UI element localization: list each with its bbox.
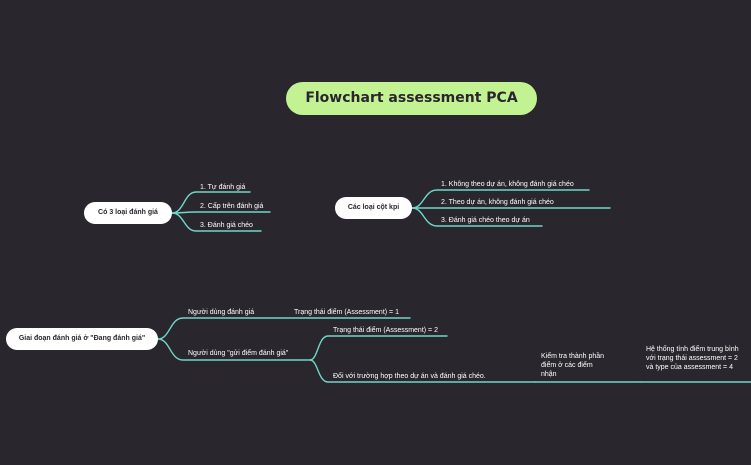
leaf-user-submit[interactable]: Người dùng "gửi điểm đánh giá" bbox=[188, 350, 289, 357]
leaf-assessment-1[interactable]: Trạng thái điểm (Assessment) = 1 bbox=[294, 309, 399, 316]
leaf-kpi-project[interactable]: 2. Theo dự án, không đánh giá chéo bbox=[441, 199, 554, 206]
node-review-types[interactable]: Có 3 loại đánh giá bbox=[84, 202, 172, 224]
leaf-cross-review[interactable]: 3. Đánh giá chéo bbox=[200, 222, 253, 229]
leaf-self-review[interactable]: 1. Tự đánh giá bbox=[200, 184, 246, 191]
leaf-user-review[interactable]: Người dùng đánh giá bbox=[188, 309, 255, 316]
connector-stage-submit bbox=[157, 338, 311, 361]
leaf-kpi-cross[interactable]: 3. Đánh giá chéo theo dự án bbox=[441, 217, 530, 224]
leaf-manager-review[interactable]: 2. Cấp trên đánh giá bbox=[200, 203, 264, 210]
connector-submit-status bbox=[309, 335, 448, 361]
connector-group bbox=[157, 189, 751, 383]
leaf-assessment-2[interactable]: Trạng thái điểm (Assessment) = 2 bbox=[333, 327, 438, 334]
connector-review-3 bbox=[171, 212, 262, 232]
connector-review-2 bbox=[171, 211, 271, 214]
connector-stage-review bbox=[157, 317, 411, 340]
leaf-check-components[interactable]: Kiểm tra thành phần điểm ở các điểm nhận bbox=[541, 353, 605, 378]
leaf-project-case[interactable]: Đối với trường hợp theo dự án và đánh gi… bbox=[333, 373, 486, 380]
leaf-system-average[interactable]: Hệ thống tính điểm trung bình với trạng … bbox=[646, 346, 739, 371]
connector-kpi-3 bbox=[411, 207, 543, 227]
leaf-kpi-no-project[interactable]: 1. Không theo dự án, không đánh giá chéo bbox=[441, 181, 574, 188]
node-kpi-types[interactable]: Các loại cột kpi bbox=[335, 197, 412, 219]
connector-review-1 bbox=[171, 191, 251, 214]
connector-submit-project bbox=[309, 359, 536, 383]
node-review-stage[interactable]: Giai đoạn đánh giá ở "Đang đánh giá" bbox=[6, 328, 158, 350]
root-node-title[interactable]: Flowchart assessment PCA bbox=[286, 82, 537, 115]
